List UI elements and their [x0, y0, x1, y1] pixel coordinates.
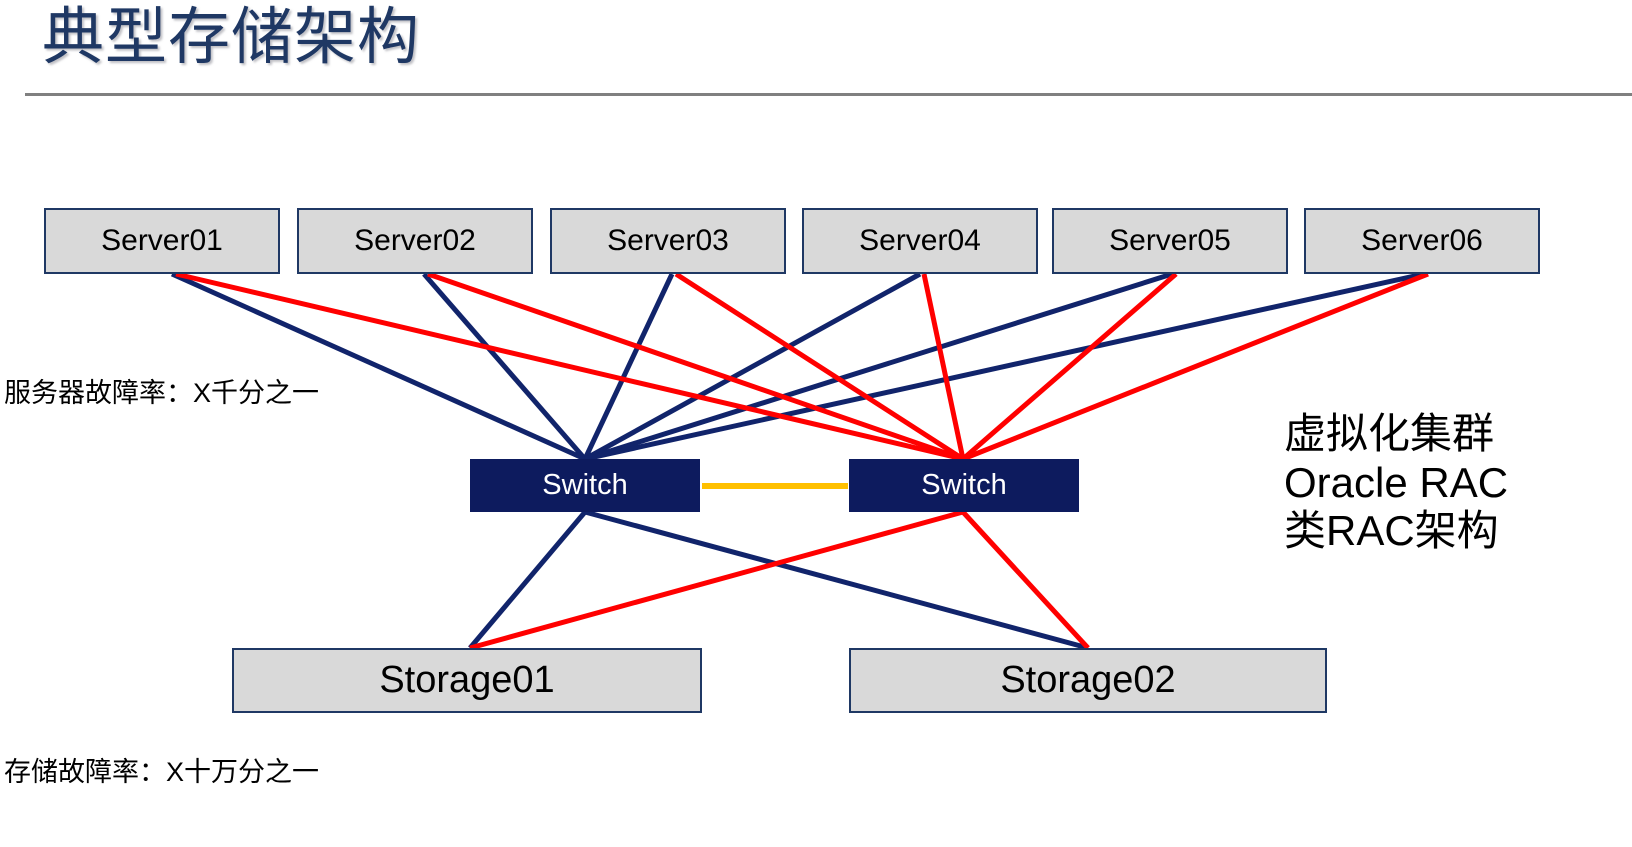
node-storage01[interactable]: Storage01 — [232, 648, 702, 713]
node-label: Storage01 — [379, 659, 555, 701]
node-label: Server01 — [101, 224, 223, 257]
link-server01-switch02 — [175, 271, 964, 462]
cluster-note: 虚拟化集群 Oracle RAC 类RAC架构 — [1284, 410, 1508, 556]
links-servers-to-switch01 — [170, 271, 1425, 462]
link-server05-switch01 — [584, 271, 1173, 462]
node-label: Storage02 — [1000, 659, 1176, 701]
page-title: 典型存储架构 — [42, 3, 421, 72]
link-switch01-storage01 — [468, 510, 587, 650]
link-server06-switch01 — [584, 271, 1425, 462]
link-server01-switch01 — [170, 271, 587, 462]
storage-failure-rate-label: 存储故障率：X十万分之一 — [4, 757, 320, 787]
node-storage02[interactable]: Storage02 — [849, 648, 1327, 713]
node-label: Server02 — [354, 224, 476, 257]
link-server06-switch02 — [962, 271, 1429, 462]
node-server04[interactable]: Server04 — [802, 208, 1038, 274]
title-divider — [25, 93, 1632, 96]
link-server03-switch01 — [582, 272, 675, 461]
node-label: Switch — [542, 469, 628, 501]
link-switch02-storage02 — [961, 510, 1090, 650]
cluster-note-line-3: 类RAC架构 — [1284, 507, 1499, 555]
node-label: Server06 — [1361, 224, 1483, 257]
link-server04-switch01 — [583, 271, 922, 462]
link-server03-switch02 — [674, 271, 965, 462]
links-switches-to-storages — [468, 509, 1090, 651]
cluster-note-line-2: Oracle RAC — [1284, 458, 1509, 506]
node-server03[interactable]: Server03 — [550, 208, 786, 274]
node-label: Server05 — [1109, 224, 1231, 257]
link-switch02-storage01 — [469, 509, 964, 651]
node-server06[interactable]: Server06 — [1304, 208, 1540, 274]
link-server05-switch02 — [961, 272, 1178, 461]
node-server05[interactable]: Server05 — [1052, 208, 1288, 274]
link-server02-switch01 — [422, 272, 587, 461]
cluster-note-line-1: 虚拟化集群 — [1284, 410, 1495, 457]
node-server02[interactable]: Server02 — [297, 208, 533, 274]
links-servers-to-switch02 — [175, 271, 1429, 462]
node-server01[interactable]: Server01 — [44, 208, 280, 274]
node-switch01[interactable]: Switch — [470, 459, 700, 512]
node-label: Server04 — [859, 224, 981, 257]
server-failure-rate-label: 服务器故障率：X千分之一 — [4, 378, 320, 408]
link-switch01-storage02 — [584, 509, 1089, 651]
node-label: Switch — [921, 469, 1007, 501]
link-server04-switch02 — [921, 273, 966, 460]
node-switch02[interactable]: Switch — [849, 459, 1079, 512]
link-server02-switch02 — [427, 271, 964, 462]
node-label: Server03 — [607, 224, 729, 257]
